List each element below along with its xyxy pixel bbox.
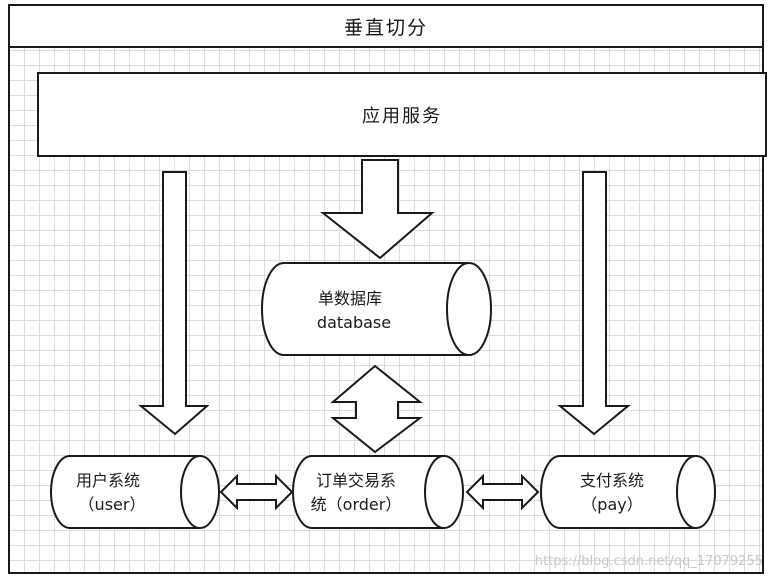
title-bar: 垂直切分 xyxy=(8,4,764,48)
arrow-user-order xyxy=(219,473,294,511)
arrow-app-to-pay xyxy=(557,171,631,436)
arrow-app-to-database xyxy=(320,159,435,260)
arrow-database-order xyxy=(330,364,423,454)
pay-system-label-cn: 支付系统 xyxy=(580,471,644,490)
pay-system-cylinder: 支付系统 （pay） xyxy=(540,455,716,529)
user-system-label-cn: 用户系统 xyxy=(76,471,140,490)
user-system-cylinder: 用户系统 （user） xyxy=(50,455,220,529)
order-system-label-line1: 订单交易系 xyxy=(316,471,396,490)
app-service-box: 应用服务 xyxy=(37,72,767,157)
app-service-label: 应用服务 xyxy=(362,105,442,127)
database-label-en: database xyxy=(317,313,391,332)
database-label-cn: 单数据库 xyxy=(318,289,382,308)
order-system-cylinder: 订单交易系 统（order） xyxy=(292,455,464,529)
diagram-title: 垂直切分 xyxy=(343,16,428,39)
order-system-label-line2: 统（order） xyxy=(311,495,402,514)
pay-system-label-en: （pay） xyxy=(581,495,642,514)
user-system-label-en: （user） xyxy=(79,495,146,514)
watermark-text: https://blog.csdn.net/qq_17079255 xyxy=(534,554,763,569)
database-cylinder: 单数据库 database xyxy=(261,262,492,356)
arrow-order-pay xyxy=(465,473,540,511)
arrow-app-to-user xyxy=(138,171,210,436)
